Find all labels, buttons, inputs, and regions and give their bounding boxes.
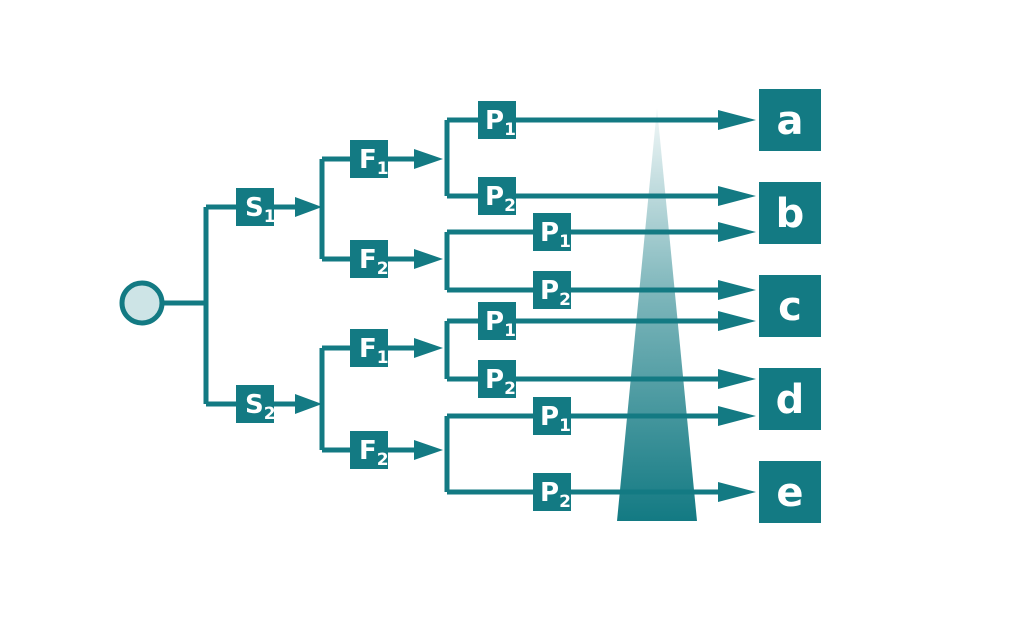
svg-text:F2: F2: [359, 436, 389, 470]
start-node: [119, 280, 165, 326]
node-s2: S2: [236, 385, 276, 424]
svg-text:P2: P2: [540, 478, 571, 512]
node-p2-d: P2: [533, 473, 571, 512]
svg-text:P2: P2: [485, 182, 516, 216]
arrowheads: [295, 110, 756, 502]
arrowhead: [414, 338, 443, 358]
svg-text:e: e: [776, 470, 803, 516]
gradient-cone: [617, 108, 697, 521]
node-p1-c: P1: [478, 302, 516, 341]
svg-text:P1: P1: [540, 402, 571, 436]
svg-text:F1: F1: [359, 334, 389, 368]
outcome-c: c: [759, 275, 821, 337]
arrowhead: [414, 440, 443, 460]
arrowhead: [718, 406, 756, 426]
node-p2-a: P2: [478, 177, 516, 216]
arrowhead: [718, 280, 756, 300]
svg-text:F1: F1: [359, 145, 389, 179]
node-p2-c: P2: [478, 360, 516, 399]
arrowhead: [718, 369, 756, 389]
outcome-e: e: [759, 461, 821, 523]
arrowhead: [295, 394, 322, 414]
node-p1-a: P1: [478, 101, 516, 140]
arrowhead: [295, 197, 322, 217]
arrowhead: [414, 249, 443, 269]
svg-text:P1: P1: [485, 307, 516, 341]
arrowhead: [718, 186, 756, 206]
node-p1-d: P1: [533, 397, 571, 436]
svg-text:P2: P2: [540, 276, 571, 310]
node-f1-lower: F1: [350, 329, 389, 368]
svg-text:a: a: [777, 98, 804, 144]
arrowhead: [718, 482, 756, 502]
outcome-b: b: [759, 182, 821, 244]
node-p1-b: P1: [533, 213, 571, 252]
svg-text:P1: P1: [540, 218, 571, 252]
node-s1: S1: [236, 188, 276, 227]
node-f1-upper: F1: [350, 140, 389, 179]
svg-text:P2: P2: [485, 365, 516, 399]
outcome-boxes: a b c d e: [759, 89, 821, 523]
arrowhead: [718, 222, 756, 242]
svg-text:S1: S1: [245, 193, 276, 227]
svg-text:P1: P1: [485, 106, 516, 140]
svg-text:b: b: [776, 191, 805, 237]
outcome-d: d: [759, 368, 821, 430]
svg-text:c: c: [778, 284, 802, 330]
svg-text:S2: S2: [245, 390, 276, 424]
node-boxes: S1 S2 F1 F2 F1 F2 P1 P2: [236, 101, 571, 512]
node-p2-b: P2: [533, 271, 571, 310]
svg-text:F2: F2: [359, 245, 389, 279]
node-f2-upper: F2: [350, 240, 389, 279]
outcome-a: a: [759, 89, 821, 151]
svg-text:d: d: [776, 377, 805, 423]
node-f2-lower: F2: [350, 431, 389, 470]
arrowhead: [414, 149, 443, 169]
arrowhead: [718, 110, 756, 130]
arrowhead: [718, 311, 756, 331]
